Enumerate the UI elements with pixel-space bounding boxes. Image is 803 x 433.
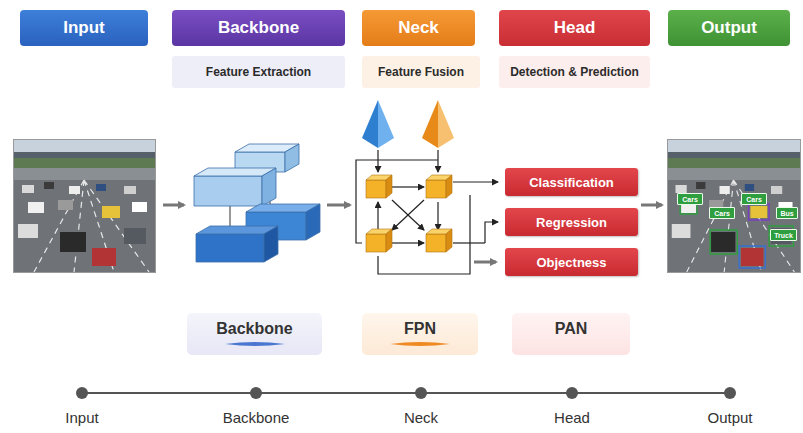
node-text: Cars — [746, 196, 762, 203]
node-text: Feature Fusion — [378, 65, 464, 79]
head-output-box: Classification — [505, 168, 638, 196]
stage-header: Head — [499, 10, 650, 46]
node-text: Detection & Prediction — [510, 65, 639, 79]
stage-subtitle: Feature Extraction — [172, 56, 345, 88]
node-text: Cars — [682, 196, 698, 203]
pill-accent — [225, 340, 285, 348]
head-output-box: Objectness — [505, 248, 638, 276]
node-text: Output — [701, 18, 757, 38]
backbone-blocks — [194, 144, 320, 262]
timeline-label: Backbone — [223, 409, 290, 426]
detection-label: Cars — [709, 207, 735, 219]
node-text: Backbone — [218, 18, 299, 38]
stage-header: Output — [668, 10, 790, 46]
node-text: FPN — [404, 320, 436, 338]
neck-graph — [356, 100, 498, 274]
node-text: Input — [63, 18, 105, 38]
node-text: PAN — [555, 320, 588, 338]
node-text: Bus — [780, 210, 793, 217]
input-image — [13, 139, 156, 273]
stage-subtitle: Detection & Prediction — [499, 56, 650, 88]
timeline-label: Head — [554, 409, 590, 426]
node-text: Backbone — [216, 320, 292, 338]
node-text: Classification — [529, 175, 614, 190]
timeline — [76, 387, 736, 399]
stage-header: Input — [20, 10, 148, 46]
pill-accent — [390, 340, 450, 348]
output-image — [667, 139, 801, 273]
node-text: Cars — [714, 210, 730, 217]
detection-label: Cars — [741, 193, 767, 205]
stage-subtitle: Feature Fusion — [362, 56, 480, 88]
detection-label: Bus — [776, 207, 798, 219]
stage-header: Backbone — [172, 10, 345, 46]
node-text: Head — [554, 18, 596, 38]
stage-header: Neck — [362, 10, 475, 46]
node-text: Feature Extraction — [206, 65, 311, 79]
timeline-label: Input — [65, 409, 98, 426]
node-text: Regression — [536, 215, 607, 230]
component-pill: FPN — [362, 313, 478, 355]
timeline-label: Output — [707, 409, 752, 426]
node-text: Neck — [398, 18, 439, 38]
component-pill: Backbone — [187, 313, 322, 355]
node-text: Truck — [774, 232, 793, 239]
node-text: Objectness — [536, 255, 606, 270]
detection-label: Truck — [770, 229, 797, 241]
timeline-label: Neck — [404, 409, 438, 426]
component-pill: PAN — [512, 313, 630, 355]
head-output-box: Regression — [505, 208, 638, 236]
detection-label: Cars — [677, 193, 703, 205]
